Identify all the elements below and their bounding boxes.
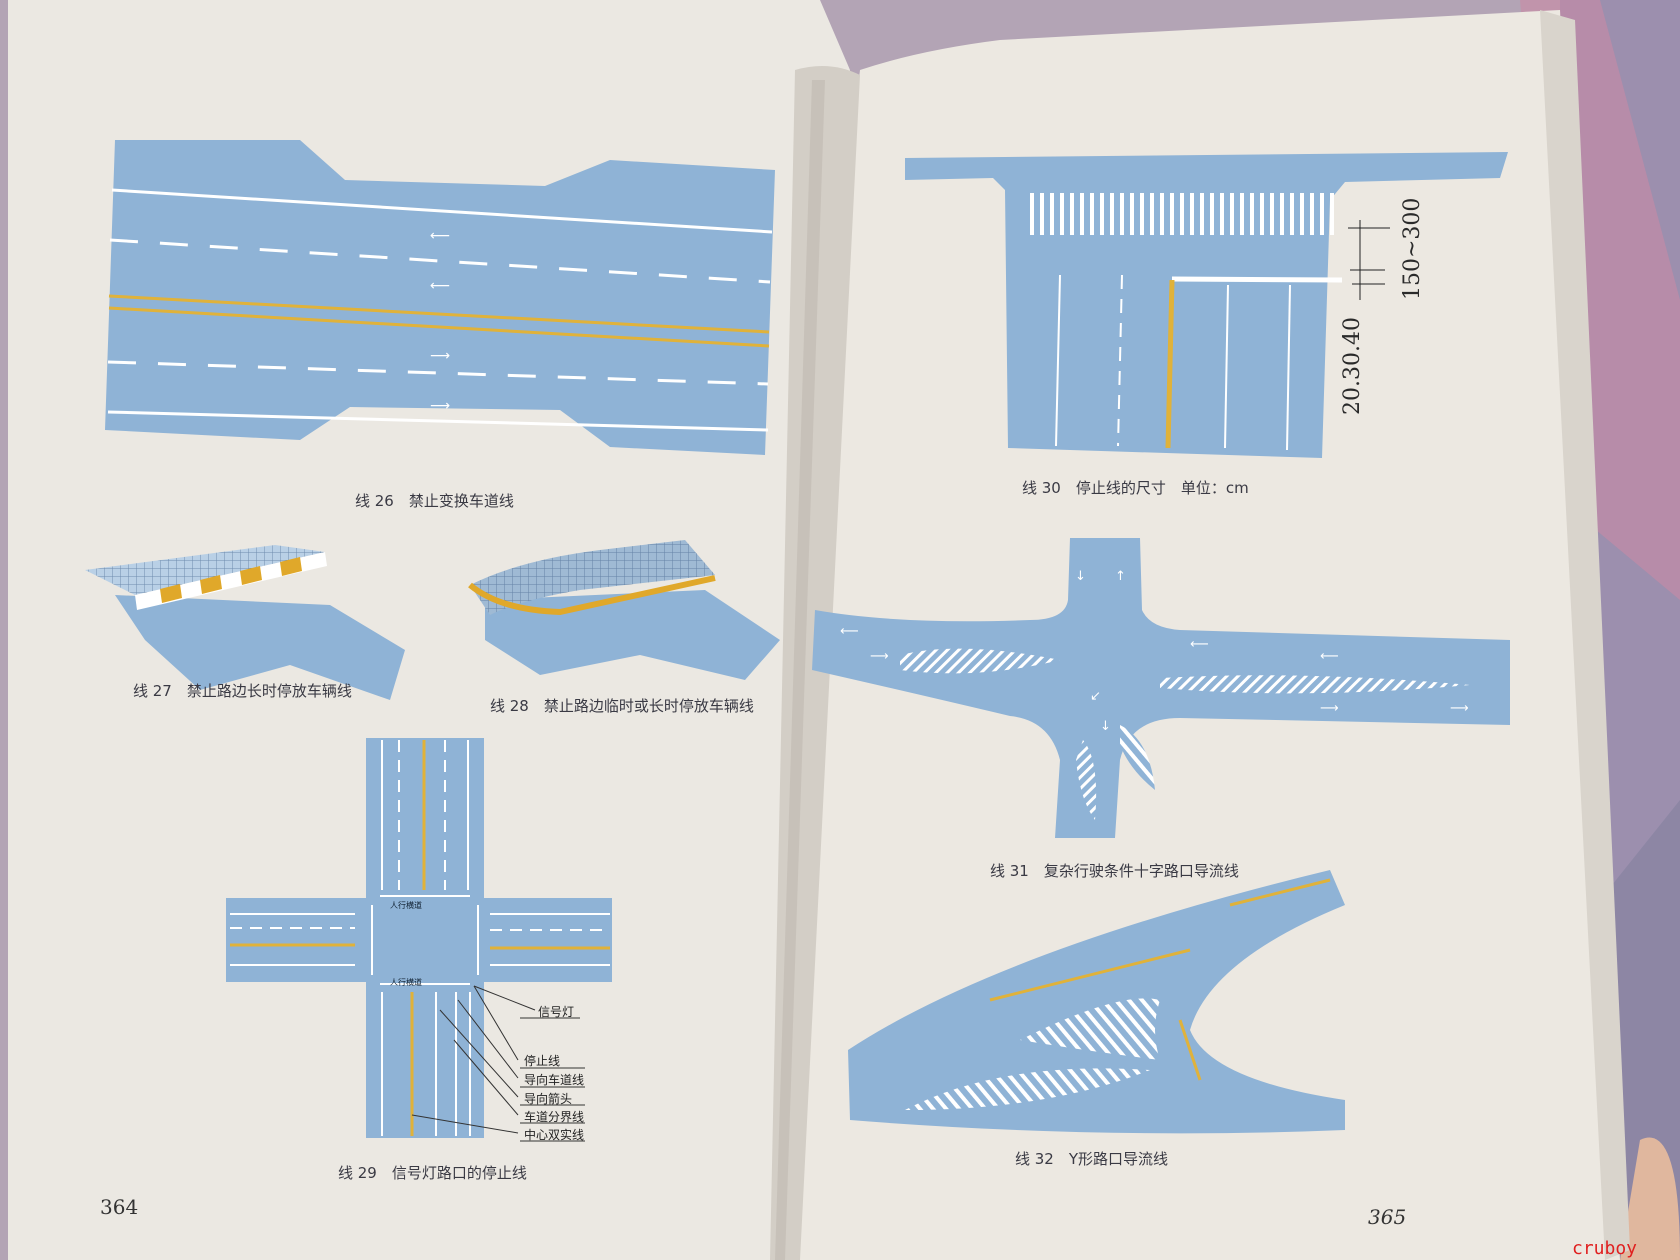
svg-text:⟵: ⟵	[430, 278, 450, 294]
svg-text:⟵: ⟵	[1320, 649, 1339, 664]
fig32-caption: 线 32 Y形路口导流线	[1015, 1150, 1169, 1168]
fig28-caption: 线 28 禁止路边临时或长时停放车辆线	[490, 697, 754, 715]
svg-text:⟶: ⟶	[430, 348, 450, 364]
fig30-caption: 线 30 停止线的尺寸 单位：cm	[1022, 479, 1249, 497]
right-page-number: 365	[1368, 1205, 1407, 1229]
fig27-caption: 线 27 禁止路边长时停放车辆线	[133, 682, 352, 700]
fig29-intersection-diagram	[226, 738, 612, 1142]
fig26-no-lane-change-diagram: ⟵ ⟵ ⟶ ⟶	[105, 140, 775, 455]
fig29-label-guide-lane-line: 导向车道线	[524, 1073, 585, 1087]
fig29-caption: 线 29 信号灯路口的停止线	[338, 1164, 527, 1182]
fig29-label-center-double-line: 中心双实线	[524, 1128, 585, 1142]
svg-text:↓: ↓	[1100, 719, 1111, 734]
watermark: cruboy	[1572, 1238, 1638, 1259]
fig30-stop-line-diagram	[905, 152, 1508, 458]
fig29-crosswalk-label-bottom: 人行横道	[390, 978, 422, 987]
fig26-caption: 线 26 禁止变换车道线	[355, 492, 514, 510]
fig30-dimension-20-30-40: 20.30.40	[1340, 317, 1365, 415]
svg-text:↙: ↙	[1090, 689, 1101, 704]
svg-text:⟵: ⟵	[840, 624, 859, 639]
fig29-label-lane-divider: 车道分界线	[524, 1110, 585, 1124]
fig31-caption: 线 31 复杂行驶条件十字路口导流线	[990, 862, 1239, 880]
left-page-number: 364	[100, 1195, 139, 1219]
svg-text:⟶: ⟶	[430, 398, 450, 414]
fig29-crosswalk-label-top: 人行横道	[390, 901, 422, 910]
svg-text:⟶: ⟶	[870, 649, 889, 664]
svg-text:↑: ↑	[1115, 569, 1126, 584]
svg-text:⟶: ⟶	[1450, 701, 1469, 716]
svg-text:↓: ↓	[1075, 569, 1086, 584]
fig29-label-signal-light: 信号灯	[538, 1005, 575, 1019]
fig29-label-guide-arrow: 导向箭头	[524, 1092, 573, 1106]
svg-text:⟶: ⟶	[1320, 701, 1339, 716]
fig27-curb-diagram	[85, 545, 405, 700]
svg-text:⟵: ⟵	[430, 228, 450, 244]
fig30-dimension-150-300: 150~300	[1400, 197, 1425, 300]
fig29-label-stop-line: 停止线	[524, 1054, 561, 1068]
fig31-complex-intersection-diagram: ↓ ↑ ⟵ ⟶ ⟵ ⟵ ⟶ ⟶ ↙ ↓	[812, 538, 1510, 838]
svg-text:⟵: ⟵	[1190, 637, 1209, 652]
fig32-y-junction-diagram	[848, 870, 1345, 1134]
fig28-curb-diagram	[468, 540, 780, 680]
